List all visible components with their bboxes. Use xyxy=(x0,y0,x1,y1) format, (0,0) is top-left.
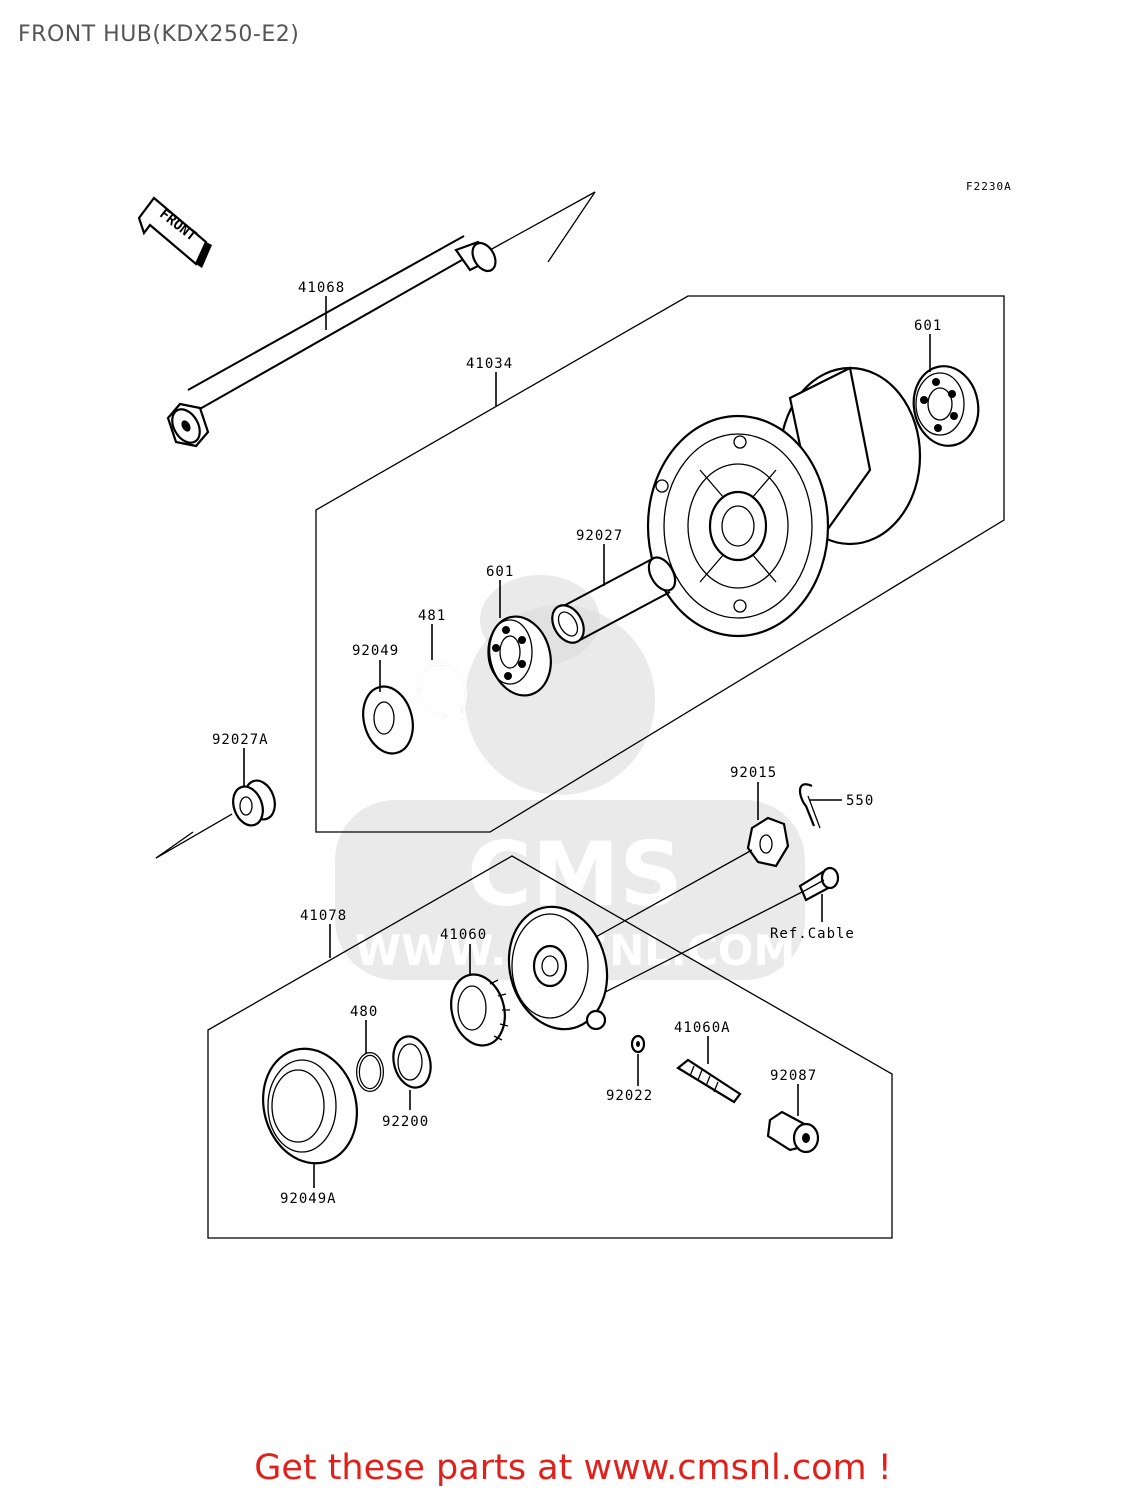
label-ref-cable: Ref.Cable xyxy=(770,926,855,942)
label-92027: 92027 xyxy=(576,528,623,544)
spacer-92027 xyxy=(551,556,677,644)
axis-line-bottom-end xyxy=(155,831,194,859)
hub-group-outline xyxy=(315,295,1005,833)
figure-code: F2230A xyxy=(966,180,1012,193)
label-92027A: 92027A xyxy=(212,732,269,748)
label-41060A: 41060A xyxy=(674,1020,731,1036)
label-92200: 92200 xyxy=(382,1114,429,1130)
label-550: 550 xyxy=(846,793,874,809)
label-41068: 41068 xyxy=(298,280,345,296)
axle-41068 xyxy=(166,235,497,448)
axis-line-top-end xyxy=(547,191,596,263)
seal-92049 xyxy=(362,685,414,755)
promo-link[interactable]: Get these parts at www.cmsnl.com ! xyxy=(254,1448,892,1488)
label-92022: 92022 xyxy=(606,1088,653,1104)
label-601-outer: 601 xyxy=(914,318,942,334)
screw-cable xyxy=(798,866,840,902)
page-title: FRONT HUB(KDX250-E2) xyxy=(18,22,300,47)
circlip-480 xyxy=(356,1052,384,1092)
watermark-logo: CMS xyxy=(467,823,683,926)
bearing-601-outer xyxy=(912,365,980,447)
label-92049A: 92049A xyxy=(280,1191,337,1207)
label-480: 480 xyxy=(350,1004,378,1020)
cotter-pin-550 xyxy=(798,783,821,829)
label-92015: 92015 xyxy=(730,765,777,781)
meter-group-outline xyxy=(207,855,893,1239)
label-92049: 92049 xyxy=(352,643,399,659)
label-41078: 41078 xyxy=(300,908,347,924)
axis-line-bottom xyxy=(155,813,233,859)
leader-lines xyxy=(243,296,931,1188)
axis-line-top xyxy=(489,191,596,251)
bushing-92087 xyxy=(766,1110,820,1154)
seal-92049A xyxy=(262,1047,358,1165)
label-92087: 92087 xyxy=(770,1068,817,1084)
hub-41034 xyxy=(646,366,922,638)
nut-92015 xyxy=(746,816,790,868)
label-481: 481 xyxy=(418,608,446,624)
exploded-parts-diagram: CMS WWW.CMSNL.COM F2230A FRONT xyxy=(137,180,1012,1239)
gearbox-41078 xyxy=(507,905,609,1031)
bearing-601-inner xyxy=(487,615,552,697)
label-41060: 41060 xyxy=(440,927,487,943)
front-arrow-icon: FRONT xyxy=(137,196,212,268)
label-601-inner: 601 xyxy=(486,564,514,580)
washer-92200 xyxy=(392,1035,432,1089)
circlip-481 xyxy=(417,662,468,718)
gear-41060 xyxy=(450,973,510,1047)
axis-line-meter-2 xyxy=(569,889,807,1011)
collar-92027A xyxy=(232,779,276,827)
pinion-41060A xyxy=(676,1058,742,1104)
label-41034: 41034 xyxy=(466,356,513,372)
washer-92022 xyxy=(630,1034,646,1054)
